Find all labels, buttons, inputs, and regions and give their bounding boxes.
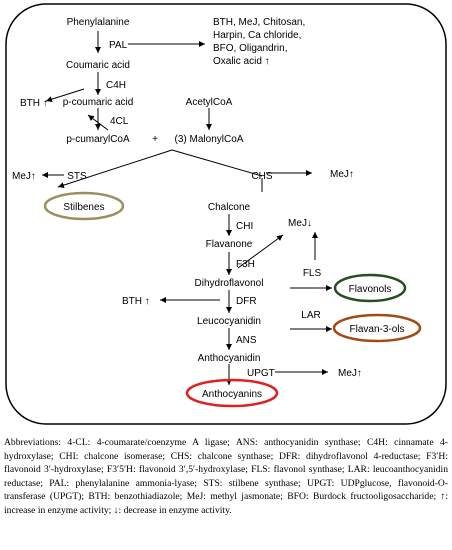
anthocyanins-oval xyxy=(185,378,279,408)
p-coumaric-acid-label: p-coumaric acid xyxy=(63,97,134,108)
phenylalanine-label: Phenylalanine xyxy=(67,17,130,28)
flavonols-label: Flavonols xyxy=(349,284,392,295)
pal-label: PAL xyxy=(109,40,128,51)
arrow-to-sts-branch xyxy=(57,149,173,189)
mej-up-chs-label: MeJ↑ xyxy=(330,169,354,180)
arrow-to-bth-c4h xyxy=(45,88,85,103)
mej-up-sts-label: MeJ↑ xyxy=(12,171,36,182)
elicitors-line-2: Harpin, Ca chloride, xyxy=(213,30,301,41)
flavan3ols-oval xyxy=(332,313,422,343)
plus-label: + xyxy=(152,134,158,145)
lar-label: LAR xyxy=(301,310,320,321)
bth-up-dfr-label: BTH ↑ xyxy=(122,296,150,307)
c4h-label: C4H xyxy=(106,80,126,91)
flavonols-oval xyxy=(333,273,407,303)
coumaric-acid-label: Coumaric acid xyxy=(66,60,130,71)
flavan3ols-label: Flavan-3-ols xyxy=(349,324,404,335)
bth-up-c4h-label: BTH ↑ xyxy=(20,98,48,109)
chalcone-label: Chalcone xyxy=(208,202,251,213)
leucocyanidin-label: Leucocyanidin xyxy=(197,316,261,327)
flavanone-label: Flavanone xyxy=(206,239,253,250)
abbreviations-caption: Abbreviations: 4-CL: 4-coumarate/coenzym… xyxy=(4,437,448,516)
mej-up-upgt-label: MeJ↑ xyxy=(338,368,362,379)
acetylcoa-label: AcetylCoA xyxy=(186,97,233,108)
arrow-to-chs-branch xyxy=(171,149,263,177)
pathway-diagram: Phenylalanine PAL Coumaric acid BTH, MeJ… xyxy=(5,3,447,425)
anthocyanidin-label: Anthocyanidin xyxy=(198,353,261,364)
malonylcoa-label: (3) MalonylCoA xyxy=(175,134,244,145)
arrow-f3h-to-mej-down xyxy=(237,234,284,269)
p-cumarylcoa-label: p-cumarylCoA xyxy=(66,134,130,145)
sts-label: STS xyxy=(67,171,87,182)
chs-label: CHS xyxy=(251,171,272,182)
chi-label: CHI xyxy=(236,221,253,232)
upgt-label: UPGT xyxy=(247,368,275,379)
fls-label: FLS xyxy=(303,268,322,279)
stilbenes-label: Stilbenes xyxy=(63,202,104,213)
f3h-label: F3H xyxy=(236,259,255,270)
arrow-4cl-to-pcoumaric-back xyxy=(87,114,109,131)
dihydroflavonol-label: Dihydroflavonol xyxy=(195,278,264,289)
elicitors-line-4: Oxalic acid ↑ xyxy=(213,56,270,67)
elicitors-line-1: BTH, MeJ, Chitosan, xyxy=(213,17,305,28)
4cl-label: 4CL xyxy=(110,116,129,127)
anthocyanins-label: Anthocyanins xyxy=(202,389,262,400)
dfr-label: DFR xyxy=(236,296,257,307)
elicitors-line-3: BFO, Oligandrin, xyxy=(213,43,287,54)
ans-label: ANS xyxy=(236,335,257,346)
mej-down-label: MeJ↓ xyxy=(288,218,312,229)
diagram-frame xyxy=(5,3,447,425)
stilbenes-oval xyxy=(43,191,125,221)
